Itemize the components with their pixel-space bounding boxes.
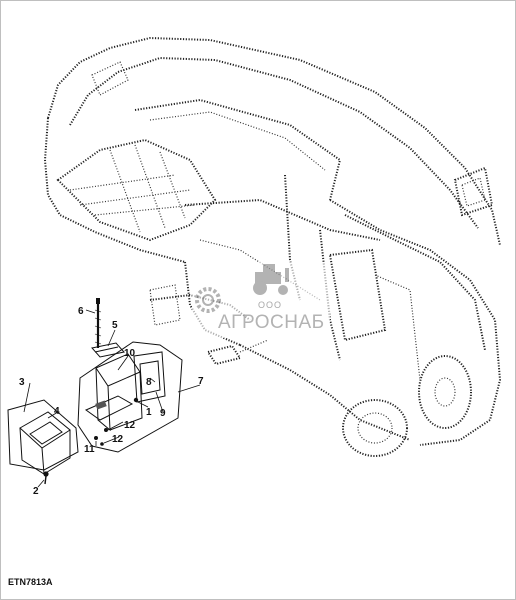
part-tray xyxy=(84,395,134,421)
machine-front-curve xyxy=(43,117,186,263)
part-6-bolt xyxy=(94,298,102,348)
pickup-arm xyxy=(149,293,251,321)
leader-lines xyxy=(23,309,201,488)
right-panel-inner xyxy=(344,214,486,351)
bed-grid-2 xyxy=(79,189,191,206)
callout-5: 5 xyxy=(112,320,118,331)
callout-9: 9 xyxy=(160,408,166,419)
callout-3: 3 xyxy=(19,377,25,388)
baler-machine-body xyxy=(43,36,502,457)
bed-grid-6 xyxy=(159,151,186,219)
callout-8: 8 xyxy=(146,377,152,388)
watermark-prefix: ООО xyxy=(258,300,282,310)
rear-roller xyxy=(418,355,472,429)
machine-bed-outline xyxy=(56,138,217,242)
bed-grid-4 xyxy=(109,149,141,233)
part-5-clamp-plate xyxy=(91,342,125,358)
wheel-outer xyxy=(342,399,408,457)
side-cover-strip xyxy=(374,274,421,381)
callout-2: 2 xyxy=(33,486,39,497)
part-4-storage-box xyxy=(19,411,71,475)
right-side-panel xyxy=(329,199,502,446)
machine-hood-inner xyxy=(69,56,479,229)
chamber-floor-rail xyxy=(184,198,381,241)
part-11-nut xyxy=(94,436,98,440)
callout-11: 11 xyxy=(84,444,95,455)
gear-icon xyxy=(195,287,221,313)
side-cover-panel xyxy=(328,248,387,342)
rear-bracket-inner xyxy=(461,177,486,207)
part-3-cover-outline xyxy=(7,399,79,471)
rear-bracket xyxy=(453,166,494,217)
part-1-washer xyxy=(133,397,139,403)
footstep xyxy=(206,344,242,366)
watermark: ООО АГРОСНАБ xyxy=(192,262,330,338)
figure-id-caption: ETN7813A xyxy=(8,577,53,587)
callouts: 6 5 10 8 7 9 1 12 12 11 3 4 2 xyxy=(19,306,204,497)
watermark-name: АГРОСНАБ xyxy=(218,312,325,333)
tractor-icon xyxy=(253,264,289,295)
exploded-parts xyxy=(7,298,183,485)
callout-10: 10 xyxy=(124,348,136,359)
chassis-rear xyxy=(239,344,411,441)
bed-grid-3 xyxy=(94,204,196,216)
footstep-link xyxy=(239,339,269,353)
machine-hood-outline xyxy=(47,36,501,246)
front-window xyxy=(91,61,129,96)
wheel-inner xyxy=(357,412,393,444)
callout-7: 7 xyxy=(198,376,204,387)
part-12-screw-b xyxy=(100,442,104,446)
chamber-wall-inner xyxy=(149,111,326,171)
part-8-inner-panel xyxy=(133,351,166,403)
part-10-box-frame xyxy=(95,353,143,432)
part-2-screw xyxy=(43,471,49,485)
pickup-bracket xyxy=(149,284,181,326)
callout-1: 1 xyxy=(146,407,152,418)
callout-4: 4 xyxy=(54,406,60,417)
bed-grid-1 xyxy=(69,174,176,191)
callout-12-upper: 12 xyxy=(124,420,136,431)
part-12-screw-a xyxy=(104,428,108,432)
part-7-assembly-outline xyxy=(77,341,183,453)
callout-6: 6 xyxy=(78,306,84,317)
callout-12-lower: 12 xyxy=(112,434,124,445)
rear-roller-hub xyxy=(434,377,456,407)
bed-grid-5 xyxy=(134,144,166,229)
